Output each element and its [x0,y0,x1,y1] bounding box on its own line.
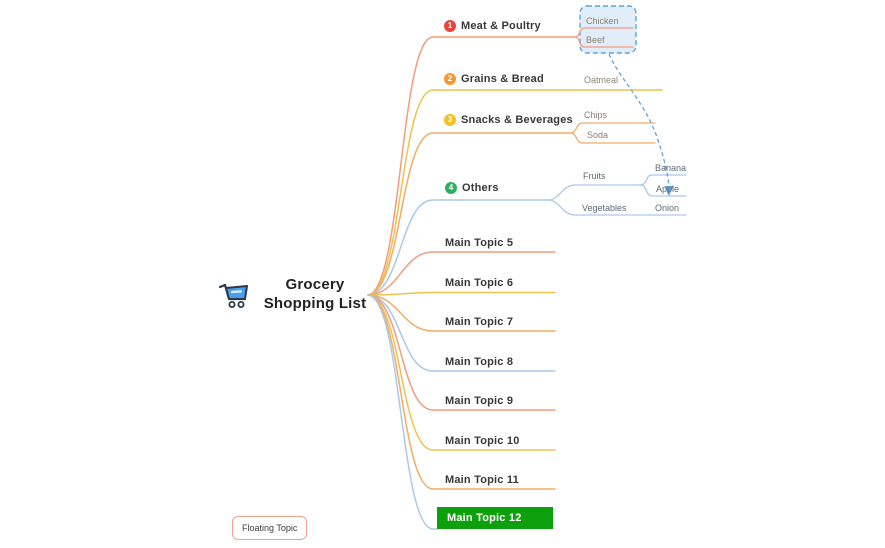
main-topic-12[interactable]: Main Topic 12 [437,507,553,529]
branch-main-topic-9 [367,294,556,411]
priority-badge-3[interactable]: 3 [444,114,456,126]
branch-others [367,199,549,296]
main-topic-6[interactable]: Main Topic 6 [445,277,514,289]
main-topic-11[interactable]: Main Topic 11 [445,474,519,486]
branch-vegetables-onion [547,199,687,216]
selection-boundary-box[interactable] [579,5,637,54]
subtopic-chips[interactable]: Chips [584,110,608,120]
subtopic-banana[interactable]: Banana [655,163,687,173]
priority-badge-4[interactable]: 4 [445,182,457,194]
branch-chips [569,122,656,134]
branch-soda [569,132,656,144]
relationship-arrowhead-icon [664,186,674,196]
subtopic-vegetables[interactable]: Vegetables [582,203,627,213]
main-topic-9[interactable]: Main Topic 9 [445,395,514,407]
main-topic-others[interactable]: Others [462,182,499,194]
branch-grains-bread [367,89,663,296]
branch-main-topic-11 [367,294,556,490]
subtopic-fruits[interactable]: Fruits [583,171,606,181]
subtopic-soda[interactable]: Soda [587,130,609,140]
priority-badge-2[interactable]: 2 [444,73,456,85]
subtopic-apple[interactable]: Apple [656,184,680,194]
main-topic-10[interactable]: Main Topic 10 [445,435,520,447]
branch-main-topic-6 [367,291,556,296]
main-topic-meat-poultry[interactable]: Meat & Poultry [461,20,541,32]
branch-snacks-beverages [367,132,571,296]
main-topic-8[interactable]: Main Topic 8 [445,356,514,368]
subtopic-oatmeal[interactable]: Oatmeal [584,75,619,85]
branch-main-topic-12 [367,294,439,530]
priority-badge-1[interactable]: 1 [444,20,456,32]
branch-main-topic-8 [367,294,556,372]
floating-topic[interactable]: Floating Topic [232,516,308,540]
branch-main-topic-10 [367,294,556,451]
shopping-cart-icon [218,283,248,308]
branch-banana [639,174,687,186]
branch-main-topic-5 [367,251,556,296]
main-topic-5[interactable]: Main Topic 5 [445,237,514,249]
main-topic-7[interactable]: Main Topic 7 [445,316,514,328]
central-topic[interactable]: Grocery Shopping List [263,276,367,312]
branch-main-topic-7 [367,294,556,332]
subtopic-onion[interactable]: Onion [655,203,680,213]
branch-apple [639,184,687,197]
branch-meat-poultry [367,36,576,296]
subtopic-beef[interactable]: Beef [586,35,605,45]
subtopic-chicken[interactable]: Chicken [586,16,619,26]
main-topic-snacks-beverages[interactable]: Snacks & Beverages [461,114,573,126]
main-topic-grains-bread[interactable]: Grains & Bread [461,73,544,85]
relationship-line[interactable] [608,53,670,188]
branch-fruits [547,184,641,201]
branch-beef [574,36,634,48]
